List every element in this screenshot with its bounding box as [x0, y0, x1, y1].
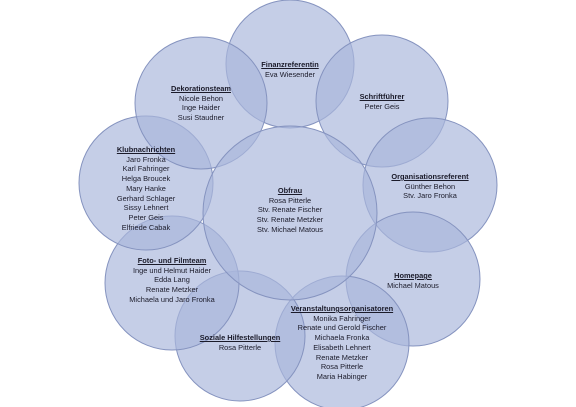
schrift-member: Peter Geis [364, 101, 400, 111]
klub-member: Karl Fahringer [122, 164, 170, 174]
klub-member: Elfriede Cabak [121, 222, 171, 232]
finanz-title: Finanzreferentin [261, 60, 319, 69]
veranstaltung-member: Michaela Fronka [314, 333, 370, 343]
veranstaltung-member: Rosa Pitterle [320, 362, 364, 372]
organisation-title: Organisationsreferent [391, 172, 469, 181]
klub-member: Sissy Lehnert [123, 203, 169, 213]
center-member: Stv. Renate Metzker [256, 215, 324, 225]
deko-member: Inge Haider [181, 103, 221, 113]
deko-member: Nicole Behon [179, 93, 223, 103]
foto-member: Inge und Helmut Haider [132, 265, 212, 275]
veranstaltung-member: Elisabeth Lehnert [313, 342, 371, 352]
veranstaltung-title: Veranstaltungsorganisatoren [290, 304, 394, 313]
klub-member: Helga Broucek [121, 174, 171, 184]
klub-title: Klubnachrichten [116, 145, 176, 154]
center-member: Rosa Pitterle [268, 195, 312, 205]
veranstaltung-member: Monika Fahringer [313, 313, 371, 323]
homepage-title: Homepage [394, 271, 432, 280]
klub-member: Gerhard Schlager [116, 193, 176, 203]
finanz-member: Eva Wiesender [264, 69, 316, 79]
sozial-title: Soziale Hilfestellungen [199, 333, 281, 342]
klub-member: Mary Hanke [126, 183, 166, 193]
deko-circle [134, 36, 268, 170]
sozial-member: Rosa Pitterle [218, 342, 262, 352]
veranstaltung-member: Renate und Gerold Fischer [297, 323, 387, 333]
deko-title: Dekorationsteam [171, 84, 231, 93]
foto-member: Renate Metzker [145, 285, 199, 295]
klub-member: Jaro Fronka [126, 154, 166, 164]
foto-member: Michaela und Jaro Fronka [129, 294, 215, 304]
homepage-member: Michael Matous [387, 280, 439, 290]
center-member: Stv. Michael Matous [257, 224, 323, 234]
organisation-member: Günther Behon [404, 181, 456, 191]
veranstaltung-member: Maria Habinger [316, 371, 368, 381]
deko-member: Susi Staudner [177, 113, 225, 123]
center-member: Stv. Renate Fischer [257, 205, 323, 215]
klub-member: Peter Geis [128, 212, 164, 222]
organisation-member: Stv. Jaro Fronka [403, 191, 457, 201]
veranstaltung-member: Renate Metzker [315, 352, 369, 362]
schrift-title: Schriftführer [359, 92, 405, 101]
foto-title: Foto- und Filmteam [137, 256, 207, 265]
center-circle [202, 125, 378, 301]
center-title: Obfrau [277, 186, 303, 195]
foto-member: Edda Lang [154, 275, 190, 285]
